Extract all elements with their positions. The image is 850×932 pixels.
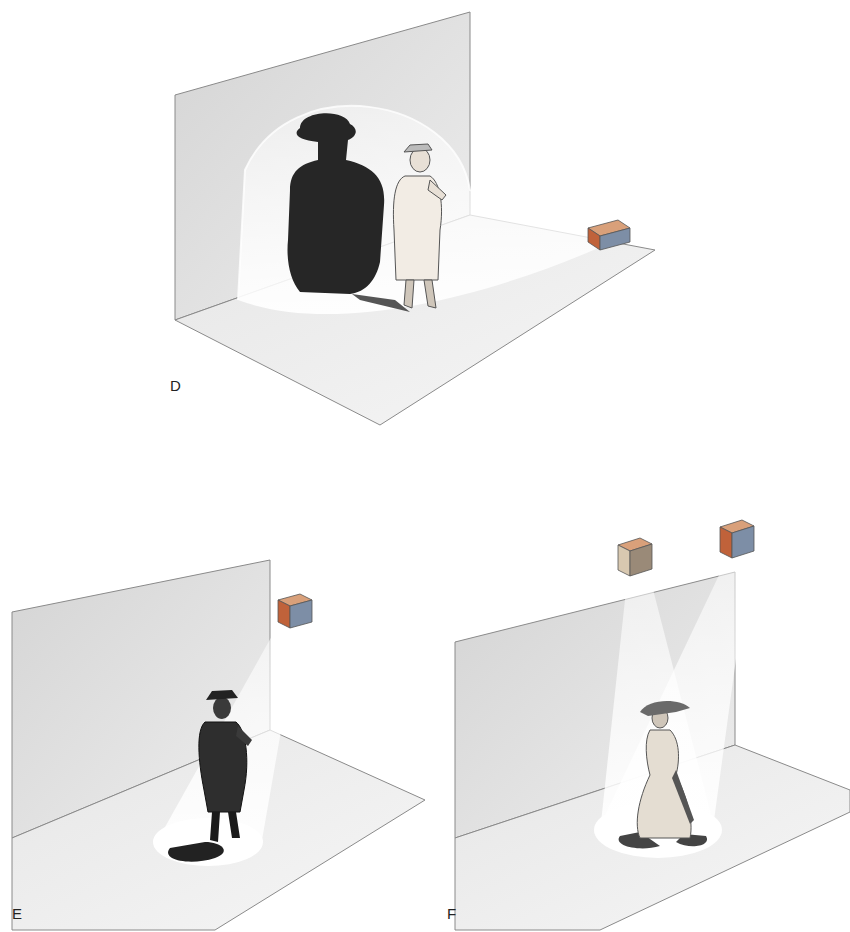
panel-letter: D	[170, 378, 181, 393]
panel-f	[455, 520, 850, 930]
light-box-f-right	[720, 520, 754, 558]
figure-d	[393, 144, 446, 308]
panel-letter: F	[447, 906, 456, 921]
light-box-f-left	[618, 538, 652, 576]
panel-e	[12, 560, 425, 930]
light-box-d	[588, 220, 630, 250]
panel-d	[175, 12, 655, 425]
light-box-e	[278, 594, 312, 628]
panel-letter: E	[12, 906, 22, 921]
figure-e	[199, 690, 252, 842]
figure-f	[637, 701, 694, 838]
